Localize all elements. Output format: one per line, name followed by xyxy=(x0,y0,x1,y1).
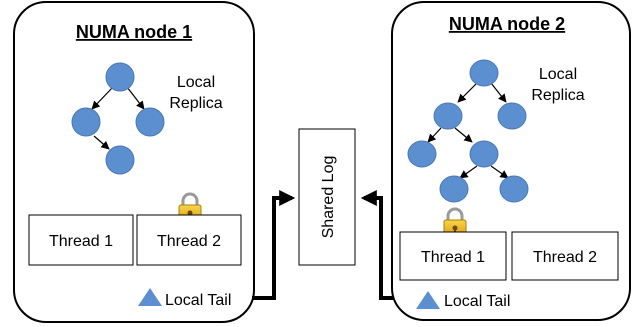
local-replica-label-2b: Replica xyxy=(531,87,584,104)
thread-box-1-1 xyxy=(28,214,134,266)
shared-log-box xyxy=(298,128,356,266)
tree-node xyxy=(439,175,469,203)
node1-tail-connector xyxy=(252,190,296,300)
numa-node-1-title: NUMA node 1 xyxy=(76,22,192,42)
thread-label: Thread 1 xyxy=(421,249,485,266)
tree-node xyxy=(499,175,529,203)
thread-label: Thread 2 xyxy=(533,249,597,266)
tree-node xyxy=(469,59,499,87)
tree-node xyxy=(105,62,135,92)
tree-node xyxy=(407,140,437,168)
local-replica-label-2a: Local xyxy=(539,66,577,83)
shared-log-label: Shared Log xyxy=(320,156,337,239)
local-tail-label-1: Local Tail xyxy=(165,292,231,309)
shared-log: Shared Log xyxy=(298,128,356,266)
tree-node xyxy=(469,140,499,168)
tree-node xyxy=(497,102,527,130)
local-replica-label-1b: Replica xyxy=(169,95,222,112)
thread-box-2-1 xyxy=(399,231,507,281)
tree-node xyxy=(135,107,165,137)
numa-node-1: NUMA node 1 Local Replica Thread 1 Threa… xyxy=(13,1,255,323)
tree-node xyxy=(433,102,463,130)
thread-label: Thread 2 xyxy=(157,233,221,250)
local-replica-tree-1 xyxy=(71,62,165,175)
local-replica-label-1a: Local xyxy=(177,74,215,91)
tree-node xyxy=(71,107,101,137)
thread-label: Thread 1 xyxy=(49,233,113,250)
numa-node-2-title: NUMA node 2 xyxy=(449,14,565,34)
tree-node xyxy=(105,145,135,175)
local-tail-marker-icon xyxy=(138,288,162,306)
local-replica-tree-2 xyxy=(407,59,529,203)
thread-box-2-2 xyxy=(511,231,619,281)
thread-box-1-2 xyxy=(136,214,242,266)
numa-node-2: NUMA node 2 Local Replica xyxy=(391,1,631,321)
local-tail-marker-icon xyxy=(416,291,440,309)
local-tail-label-2: Local Tail xyxy=(444,293,510,310)
